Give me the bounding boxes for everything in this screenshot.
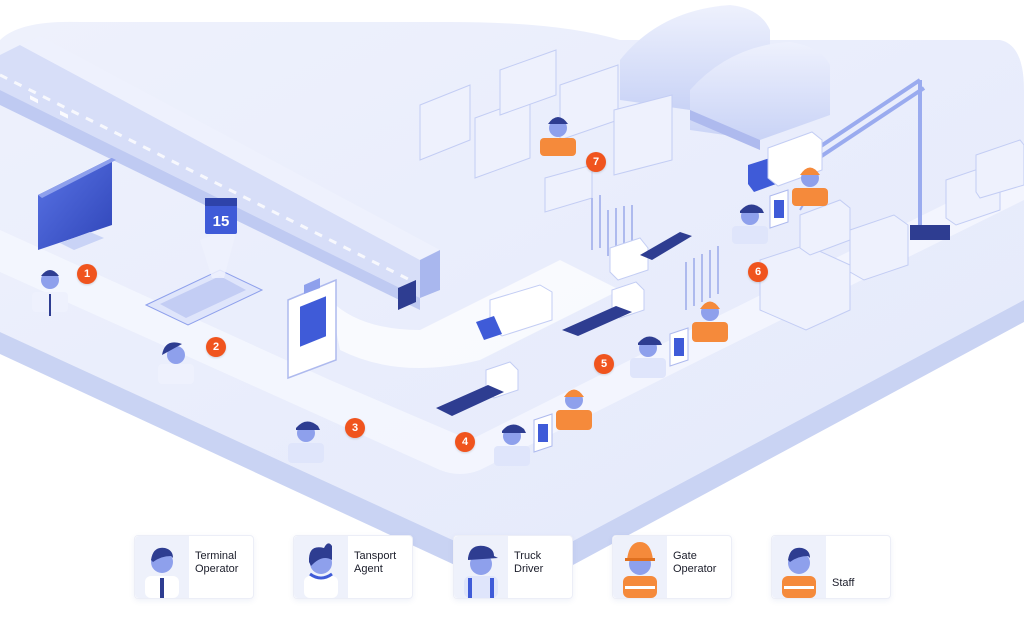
truck-2 bbox=[436, 361, 519, 416]
gate-operator-figure-c bbox=[792, 167, 828, 206]
terminal-operator-figure bbox=[32, 270, 68, 316]
legend-item-staff: Staff bbox=[771, 535, 891, 599]
truck-driver-figure-c bbox=[630, 336, 666, 378]
step-marker-2[interactable]: 2 bbox=[206, 337, 226, 357]
truck-driver-figure-a bbox=[288, 421, 324, 463]
step-marker-3[interactable]: 3 bbox=[345, 418, 365, 438]
legend-item-transport-agent: Tansport Agent bbox=[293, 535, 413, 599]
legend-label-gate-operator: Gate Operator bbox=[673, 550, 717, 575]
legend-label-truck-driver: Truck Driver bbox=[514, 550, 544, 575]
step-marker-4[interactable]: 4 bbox=[455, 432, 475, 452]
transport-agent-icon bbox=[294, 536, 348, 598]
truck-driver-figure-b bbox=[494, 424, 530, 466]
legend-item-gate-operator: Gate Operator bbox=[612, 535, 732, 599]
container-stacks bbox=[419, 49, 1024, 331]
truck-1 bbox=[476, 284, 553, 340]
transport-agent-figure bbox=[158, 342, 194, 384]
qr-tag-codes bbox=[538, 200, 784, 442]
gate-operator-figure-a bbox=[556, 389, 592, 430]
truck-driver-figure-d bbox=[732, 204, 768, 244]
scene-people bbox=[32, 117, 828, 466]
gate-fences bbox=[591, 195, 719, 310]
legend-label-staff: Staff bbox=[832, 577, 855, 589]
calendar-day: 15 bbox=[213, 213, 230, 230]
legend-item-truck-driver: Truck Driver bbox=[453, 535, 573, 599]
gate-operator-icon bbox=[613, 536, 667, 598]
legend-label-transport-agent: Tansport Agent bbox=[354, 550, 397, 575]
step-marker-7[interactable]: 7 bbox=[586, 152, 606, 172]
step-marker-6[interactable]: 6 bbox=[748, 262, 768, 282]
truck-4 bbox=[609, 232, 692, 281]
qr-clipboard-icon bbox=[287, 278, 337, 380]
calendar-kiosk: 15 bbox=[144, 198, 264, 326]
step-marker-5[interactable]: 5 bbox=[594, 354, 614, 374]
gate-operator-figure-b bbox=[692, 301, 728, 342]
truck-3 bbox=[562, 281, 645, 336]
legend-label-terminal-operator: Terminal Operator bbox=[195, 550, 239, 575]
staff-figure bbox=[540, 117, 576, 156]
monitor-icon bbox=[38, 158, 116, 250]
trucks-and-trailers bbox=[436, 131, 823, 416]
terminal-operator-icon bbox=[135, 536, 189, 598]
legend-item-terminal-operator: Terminal Operator bbox=[134, 535, 254, 599]
hangar-buildings bbox=[620, 5, 830, 150]
truck-driver-icon bbox=[454, 536, 508, 598]
step-marker-1[interactable]: 1 bbox=[77, 264, 97, 284]
staff-icon bbox=[772, 536, 826, 598]
